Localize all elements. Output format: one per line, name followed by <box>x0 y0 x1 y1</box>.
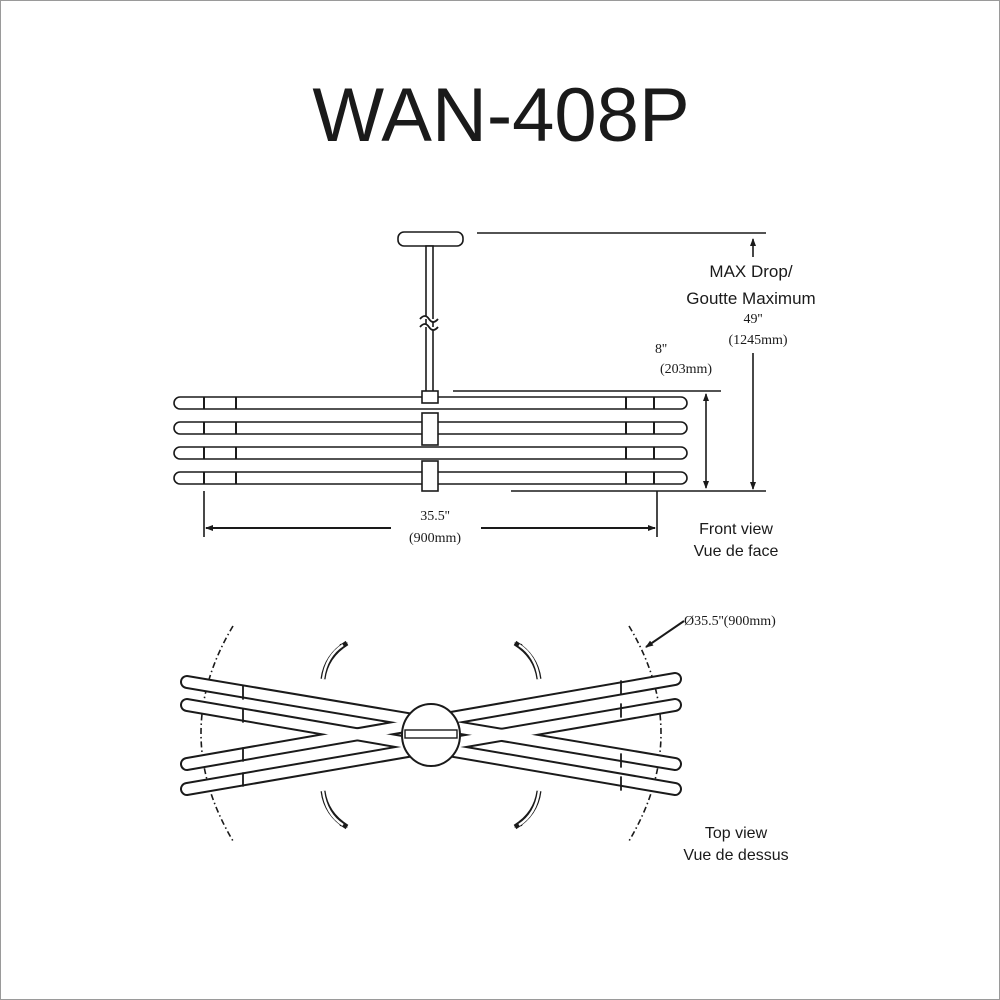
rotate-arrow-icon <box>513 790 542 830</box>
front-view-caption-en: Front view <box>699 521 773 538</box>
height-inches: 8'' <box>655 342 667 357</box>
rotate-arrow-icon <box>320 790 349 830</box>
max-drop-label-fr: Goutte Maximum <box>686 289 815 308</box>
canopy <box>397 231 464 247</box>
width-ticks <box>203 491 658 537</box>
front-view-caption-fr: Vue de face <box>694 543 779 560</box>
tube <box>173 446 688 460</box>
width-mm: (900mm) <box>409 531 461 546</box>
extension-lines <box>453 232 766 492</box>
diameter-arc-right <box>628 625 662 842</box>
height-mm: (203mm) <box>660 362 712 377</box>
model-title: WAN-408P <box>312 73 689 158</box>
rotate-arrow-icon <box>320 640 349 680</box>
crossbar <box>404 729 458 739</box>
max-drop-label-en: MAX Drop/ <box>709 262 792 281</box>
diameter-leader <box>645 620 685 648</box>
top-view-caption-fr: Vue de dessus <box>683 847 788 864</box>
width-inches: 35.5'' <box>420 509 450 524</box>
top-view-caption-en: Top view <box>705 825 768 842</box>
diameter-arc-left <box>200 625 234 842</box>
break-symbol <box>419 315 439 331</box>
center-hub <box>421 390 439 492</box>
diameter-label: Ø35.5''(900mm) <box>684 614 776 629</box>
front-view <box>173 231 766 537</box>
top-view <box>180 620 685 842</box>
max-drop-mm: (1245mm) <box>728 333 787 348</box>
max-drop-inches: 49'' <box>743 312 762 327</box>
rotate-arrow-icon <box>513 640 542 680</box>
